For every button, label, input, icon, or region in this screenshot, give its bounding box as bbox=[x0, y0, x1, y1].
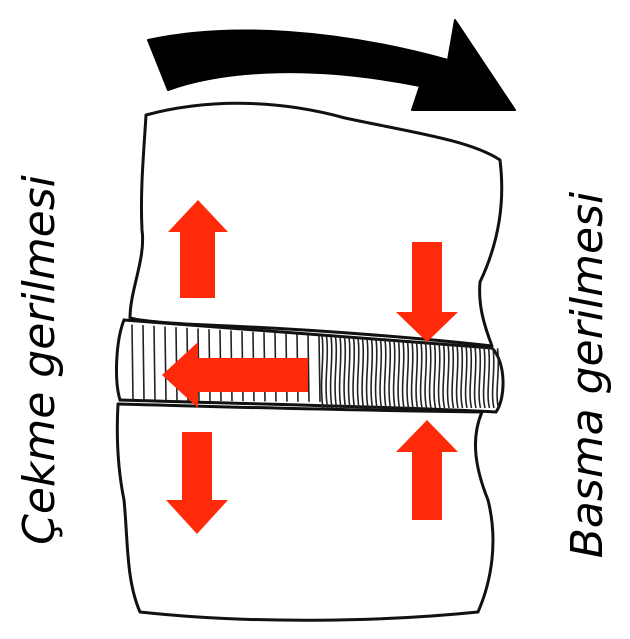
tension-stress-label: Çekme gerilmesi bbox=[18, 175, 62, 545]
compression-stress-label: Basma gerilmesi bbox=[566, 192, 610, 559]
disc-striation bbox=[308, 335, 309, 402]
disc-striation bbox=[154, 326, 155, 401]
disc-striation bbox=[143, 325, 144, 400]
disc-striation bbox=[319, 336, 320, 402]
disc-striation bbox=[165, 326, 166, 400]
disc-striation bbox=[132, 324, 133, 400]
rotation-arrow-icon bbox=[148, 20, 515, 110]
